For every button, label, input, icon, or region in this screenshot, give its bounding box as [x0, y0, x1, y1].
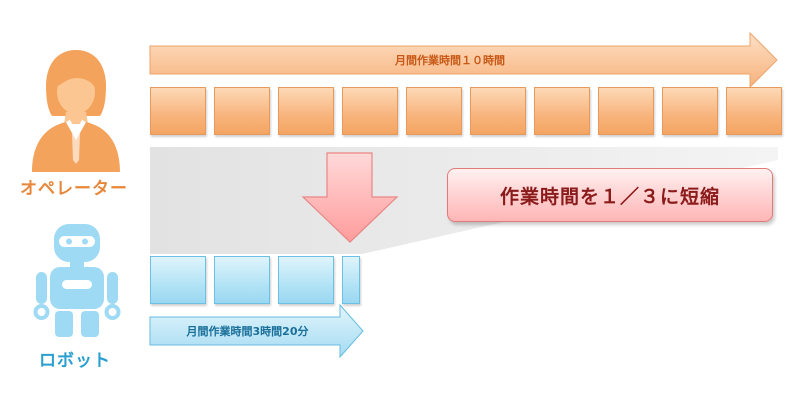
operator-monthly-time-label: 月間作業時間１０時間 — [395, 54, 505, 67]
robot-monthly-time-label: 月間作業時間3時間20分 — [186, 325, 309, 338]
operator-timeline-arrow — [149, 31, 778, 89]
hour-block — [150, 87, 206, 135]
hour-block — [278, 256, 334, 304]
down-arrow-icon — [301, 152, 399, 243]
hour-block — [662, 87, 718, 135]
hour-block — [150, 256, 206, 304]
robot-icon — [33, 224, 121, 337]
partial-hour-block — [342, 256, 360, 304]
operator-person-icon — [32, 50, 120, 172]
hour-block — [214, 256, 270, 304]
hour-block — [342, 87, 398, 135]
hour-block — [598, 87, 654, 135]
reduction-callout-text: 作業時間を１／３に短縮 — [499, 185, 720, 208]
hour-block — [470, 87, 526, 135]
hour-block — [726, 87, 782, 135]
hour-block — [406, 87, 462, 135]
operator-label: オペレーター — [20, 179, 128, 199]
hour-block — [214, 87, 270, 135]
robot-label: ロボット — [39, 351, 111, 371]
hour-block — [278, 87, 334, 135]
robot-timeline-arrow — [149, 303, 364, 359]
reduction-callout: 作業時間を１／３に短縮 — [447, 168, 773, 222]
hour-block — [534, 87, 590, 135]
